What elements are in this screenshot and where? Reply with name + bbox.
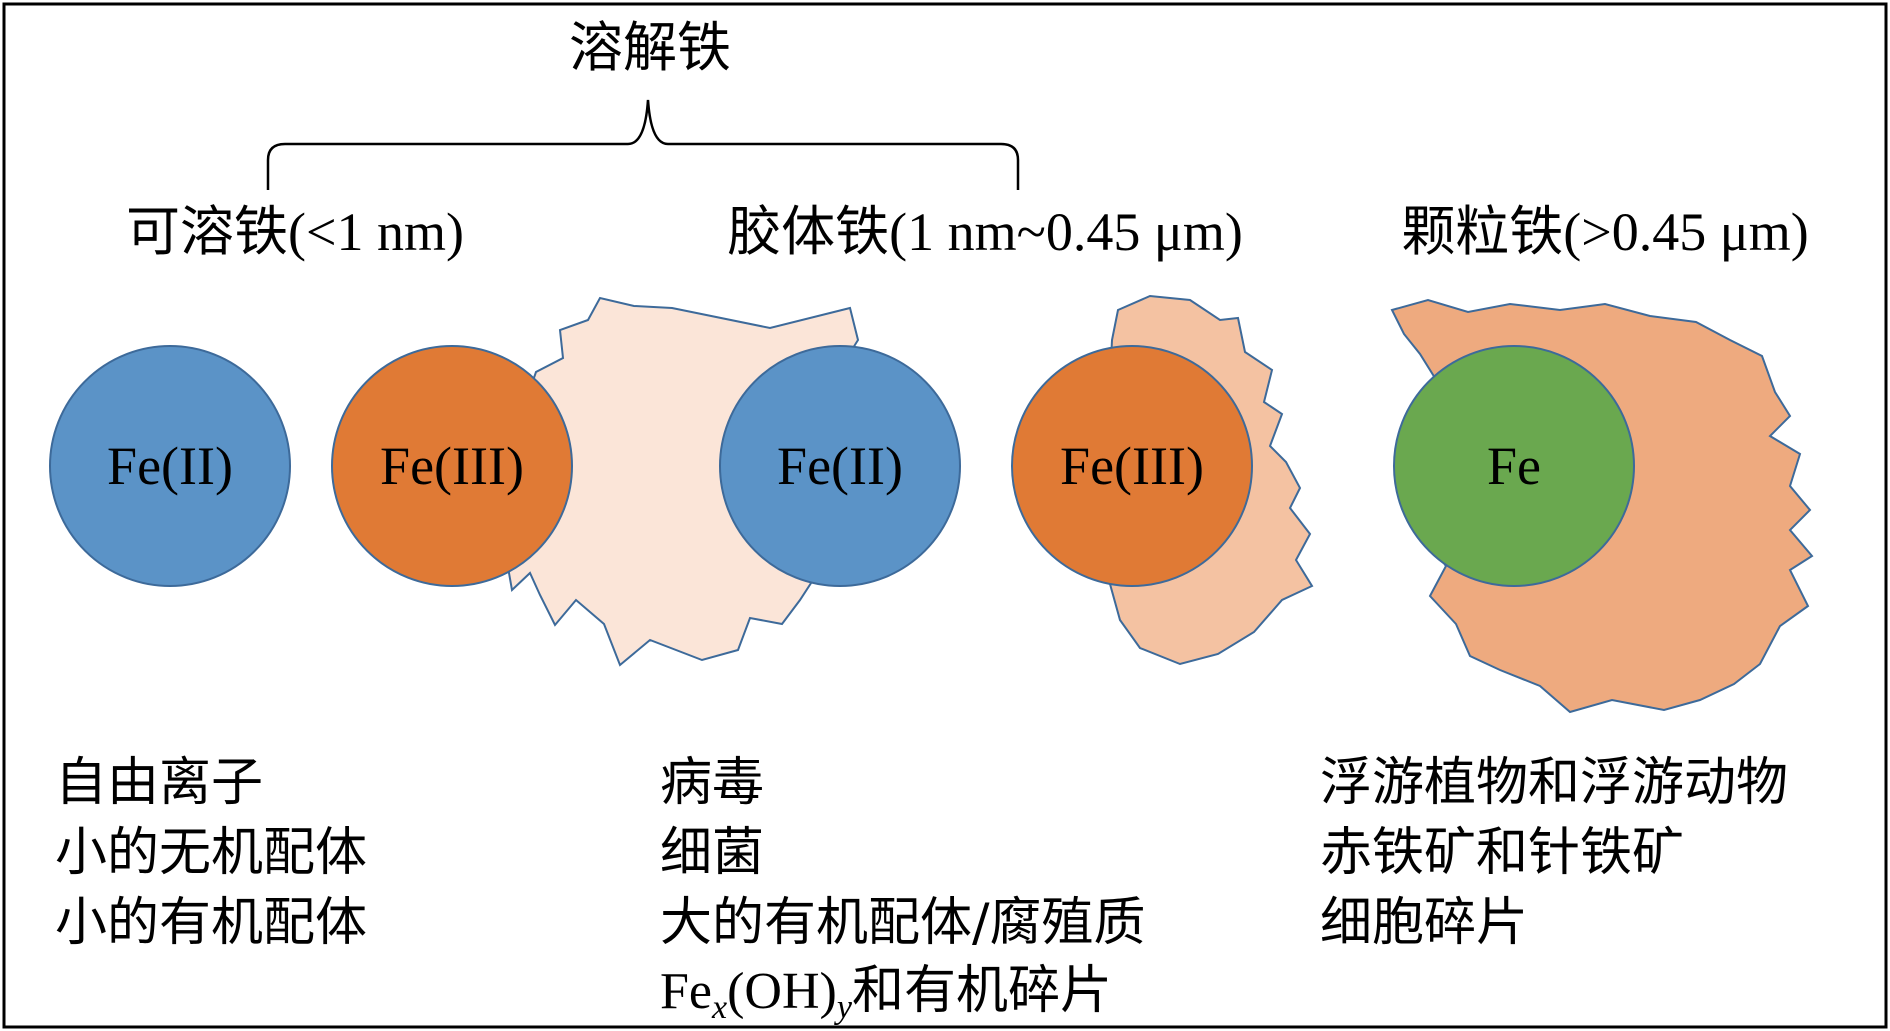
fe2-circle-soluble	[49, 345, 291, 587]
particulate-list-item-3: 细胞碎片	[1320, 893, 1528, 953]
formula-sub-y: y	[834, 989, 853, 1026]
fe-label-particulate: Fe	[1487, 436, 1541, 496]
fe2-label-soluble: Fe(II)	[107, 436, 233, 496]
formula-oh: (OH)	[727, 963, 837, 1020]
header-colloidal-iron: 胶体铁(1 nm~0.45 μm)	[727, 202, 1243, 262]
colloidal-list-item-4: Fex(OH)y和有机碎片	[660, 961, 1112, 1026]
particulate-list-item-1: 浮游植物和浮游动物	[1320, 753, 1788, 813]
particulate-list-item-2: 赤铁矿和针铁矿	[1320, 823, 1684, 883]
formula-tail: 和有机碎片	[852, 961, 1112, 1021]
fe3-circle-soluble	[331, 345, 573, 587]
colloidal-list-item-3: 大的有机配体/腐殖质	[660, 893, 1146, 953]
header-particulate-iron: 颗粒铁(>0.45 μm)	[1401, 202, 1808, 262]
fe3-circle-colloidal	[1011, 345, 1253, 587]
formula-sub-x: x	[711, 989, 727, 1026]
fe2-circle-colloidal	[719, 345, 961, 587]
colloidal-list-item-2: 细菌	[660, 823, 764, 883]
fe3-label-soluble: Fe(III)	[380, 436, 524, 496]
header-soluble-iron: 可溶铁(<1 nm)	[126, 202, 464, 262]
soluble-list-item-1: 自由离子	[55, 753, 263, 813]
fe2-label-colloidal: Fe(II)	[777, 436, 903, 496]
soluble-list-item-3: 小的有机配体	[55, 893, 367, 953]
brace	[266, 99, 1020, 190]
title-dissolved-iron: 溶解铁	[569, 16, 731, 79]
fe3-label-colloidal: Fe(III)	[1060, 436, 1204, 496]
formula-fe: Fe	[660, 963, 712, 1020]
soluble-list-item-2: 小的无机配体	[55, 823, 367, 883]
colloidal-list-item-1: 病毒	[660, 753, 764, 813]
fe-circle-particulate	[1393, 345, 1635, 587]
